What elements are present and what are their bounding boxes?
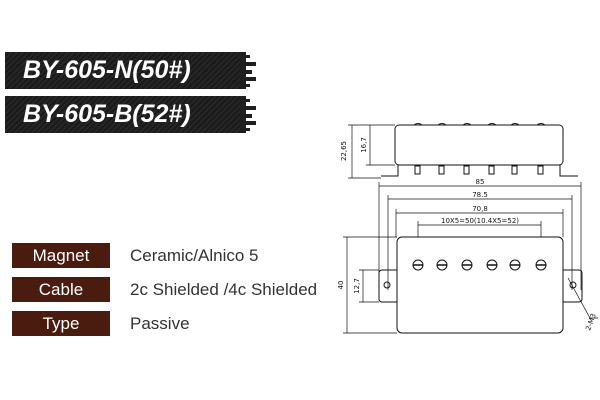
pole-pieces xyxy=(412,259,547,271)
model-banner-bridge: BY-605-B(52#) xyxy=(5,96,240,133)
spec-value-magnet: Ceramic/Alnico 5 xyxy=(130,246,259,265)
model-banner-neck: BY-605-N(50#) xyxy=(5,52,240,89)
model-name: BY-605-N(50#) xyxy=(23,56,191,84)
dim-mount-spacing: 78.5 xyxy=(472,191,488,199)
front-view-body xyxy=(396,236,564,334)
spec-value-type: Passive xyxy=(130,314,190,333)
dim-screw: 2-M3 xyxy=(584,313,597,332)
spec-label-magnet: Magnet xyxy=(12,243,110,268)
dim-width: 40 xyxy=(337,281,345,290)
pickup-technical-drawing: 22,65 16,7 85 78.5 70,8 10X5=50(10.4X5=5… xyxy=(337,123,598,334)
left-mounting-ear xyxy=(378,269,400,303)
banner-stripes-icon xyxy=(240,52,256,89)
right-screw-hole xyxy=(569,281,577,289)
spec-label-type: Type xyxy=(12,311,110,336)
dim-total-height: 22,65 xyxy=(340,141,348,161)
side-view-pole-tops xyxy=(413,123,546,175)
dim-pole-spacing: 10X5=50(10.4X5=52) xyxy=(441,217,519,225)
side-view-body xyxy=(394,124,564,166)
spec-label-cable: Cable xyxy=(12,277,110,302)
side-view-feet xyxy=(381,165,578,177)
dim-ear-width: 12,7 xyxy=(353,278,361,294)
model-name: BY-605-B(52#) xyxy=(23,100,191,128)
banner-stripes-icon xyxy=(240,96,256,133)
dim-body-height: 16,7 xyxy=(360,137,368,153)
dim-body-length: 70,8 xyxy=(472,205,488,213)
left-screw-hole xyxy=(383,281,391,289)
dim-overall-length: 85 xyxy=(476,178,485,186)
spec-value-cable: 2c Shielded /4c Shielded xyxy=(130,280,318,299)
